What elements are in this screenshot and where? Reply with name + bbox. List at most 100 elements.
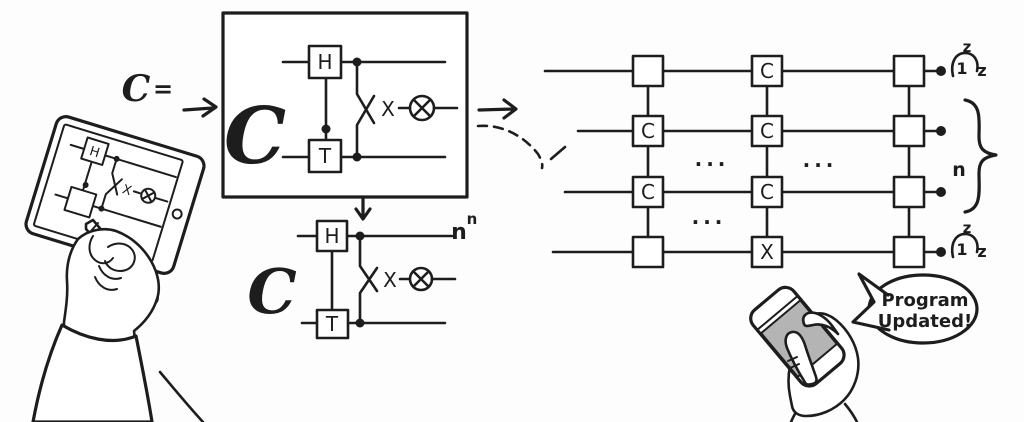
tablet-gate-h-label: H: [88, 144, 102, 161]
xor-cross-icon: [412, 98, 432, 118]
measurement-gauge-top: z 1 z: [950, 38, 987, 80]
grid-box-r1c3: [892, 54, 926, 88]
tablet: H X: [24, 115, 206, 275]
gauge-arc-icon: [950, 232, 979, 259]
left-finger-fold-1: [98, 265, 122, 280]
grid-box-r3c3: [892, 175, 926, 209]
bubble-tail-fill: [853, 274, 889, 330]
grid-box-r4c3: [892, 235, 926, 269]
phone-cap-line-1: [756, 295, 798, 331]
dashed-curve-arrow: [476, 124, 544, 170]
measurement-basis: z: [977, 242, 986, 261]
bubble-line-2: Updated!: [878, 311, 972, 332]
boxed-circuit-big-label: C: [224, 91, 286, 182]
wire-dot-bottom: [352, 152, 362, 162]
unboxed-circuit-big-label: C: [247, 255, 296, 328]
left-index-finger-line: [88, 235, 114, 265]
qubit-count-brace: n: [952, 98, 998, 214]
wire-dot-top: [355, 231, 365, 241]
bubble-tail-icon: [851, 272, 891, 332]
gate-t-label: T: [318, 144, 332, 168]
boxed-circuit: C H T X: [221, 11, 469, 199]
control-dot: [321, 124, 331, 134]
left-hand: [31, 227, 205, 422]
grid-box-r2c1: [631, 114, 665, 148]
tablet-wire-dot-top: [113, 155, 120, 162]
measurement-sup: z: [963, 38, 972, 56]
gate-h-label: H: [317, 50, 332, 74]
grid-box-r3c1: [631, 175, 665, 209]
measurement-needle: 1: [956, 59, 967, 78]
index-finger-shape: [801, 311, 840, 336]
grid-gate-r3c2: C: [760, 180, 774, 204]
grid-gate-r2c1: C: [641, 119, 655, 143]
left-finger-fold-2: [94, 276, 118, 291]
gate-t-box: [307, 138, 343, 174]
gate-h-box: [307, 44, 343, 80]
gate-h-box: [315, 219, 349, 253]
swap-x-label: X: [381, 97, 395, 121]
right-wrist-line-right: [843, 402, 859, 422]
swap-crossing: [355, 60, 376, 159]
wire-dot-bottom: [355, 318, 365, 328]
right-wrist-line-left: [789, 412, 797, 422]
transform-arrow: [476, 98, 567, 170]
tablet-swap-crossing: [100, 157, 123, 210]
grid-gate-r3c1: C: [641, 180, 655, 204]
grid-gate-r1c2: C: [760, 59, 774, 83]
measurement-needle: 1: [956, 240, 967, 259]
wire-end-dot-1: [936, 66, 946, 76]
left-sleeve: [31, 323, 154, 422]
unboxed-circuit: C n n H T X: [247, 210, 478, 340]
wire-end-dot-3: [936, 187, 946, 197]
grid-box-r4c2: [750, 235, 784, 269]
right-thumb: [784, 330, 818, 386]
tablet-wire-dot-bottom: [98, 205, 105, 212]
bubble-line-1: Program: [881, 290, 968, 311]
arrow-right-icon: [477, 98, 518, 120]
speech-bubble: Program Updated!: [851, 272, 979, 345]
xor-cross-icon: [412, 270, 430, 288]
swap-x-label: X: [383, 268, 397, 292]
grid-box-r4c1: [631, 235, 665, 269]
brace-icon: [963, 98, 998, 214]
left-thumb-line: [104, 242, 136, 272]
wire-dot-top: [352, 57, 362, 67]
ellipsis-2: ...: [803, 148, 838, 172]
wire-end-dot-4: [936, 247, 946, 257]
equation-lhs: C: [122, 68, 151, 110]
equation-equals: =: [153, 75, 173, 103]
gate-h-label: H: [324, 224, 339, 248]
right-index-finger: [801, 311, 840, 336]
thumb-crease-2: [789, 363, 800, 369]
stylus-nib-line: [90, 222, 99, 232]
gauge-arc-icon: [950, 51, 979, 78]
tablet-xor-tail: [153, 196, 169, 203]
tablet-control-dot: [82, 181, 89, 188]
brace-label: n: [952, 159, 966, 181]
circuit-grid: C C C C C X ... ... ... z 1 z z 1 z n: [543, 38, 998, 269]
tablet-swap-x-label: X: [120, 182, 133, 199]
thumb-shape: [784, 330, 818, 386]
tablet-home-button-icon: [171, 208, 183, 220]
tablet-gate-box-blank: [63, 185, 98, 219]
grid-gate-r4c2: X: [760, 240, 774, 264]
gate-t-box: [315, 308, 350, 340]
measurement-gauge-bottom: z 1 z: [950, 219, 987, 261]
exponent-power: n: [467, 210, 478, 228]
tablet-xor-cross-icon: [140, 188, 156, 203]
tablet-xor-lead: [132, 190, 142, 195]
wire-end-dot-2: [936, 126, 946, 136]
down-arrow-icon: [354, 195, 372, 221]
thumb-crease-1: [787, 356, 798, 362]
measurement-sup: z: [963, 219, 972, 237]
grid-box-r2c3: [892, 114, 926, 148]
grid-box-r1c1: [631, 54, 665, 88]
grid-box-r2c2: [750, 114, 784, 148]
grid-box-r3c2: [750, 175, 784, 209]
dashed-curve-tip: [549, 145, 567, 161]
grid-box-r1c2: [750, 54, 784, 88]
arrow-right-icon: [182, 97, 218, 118]
